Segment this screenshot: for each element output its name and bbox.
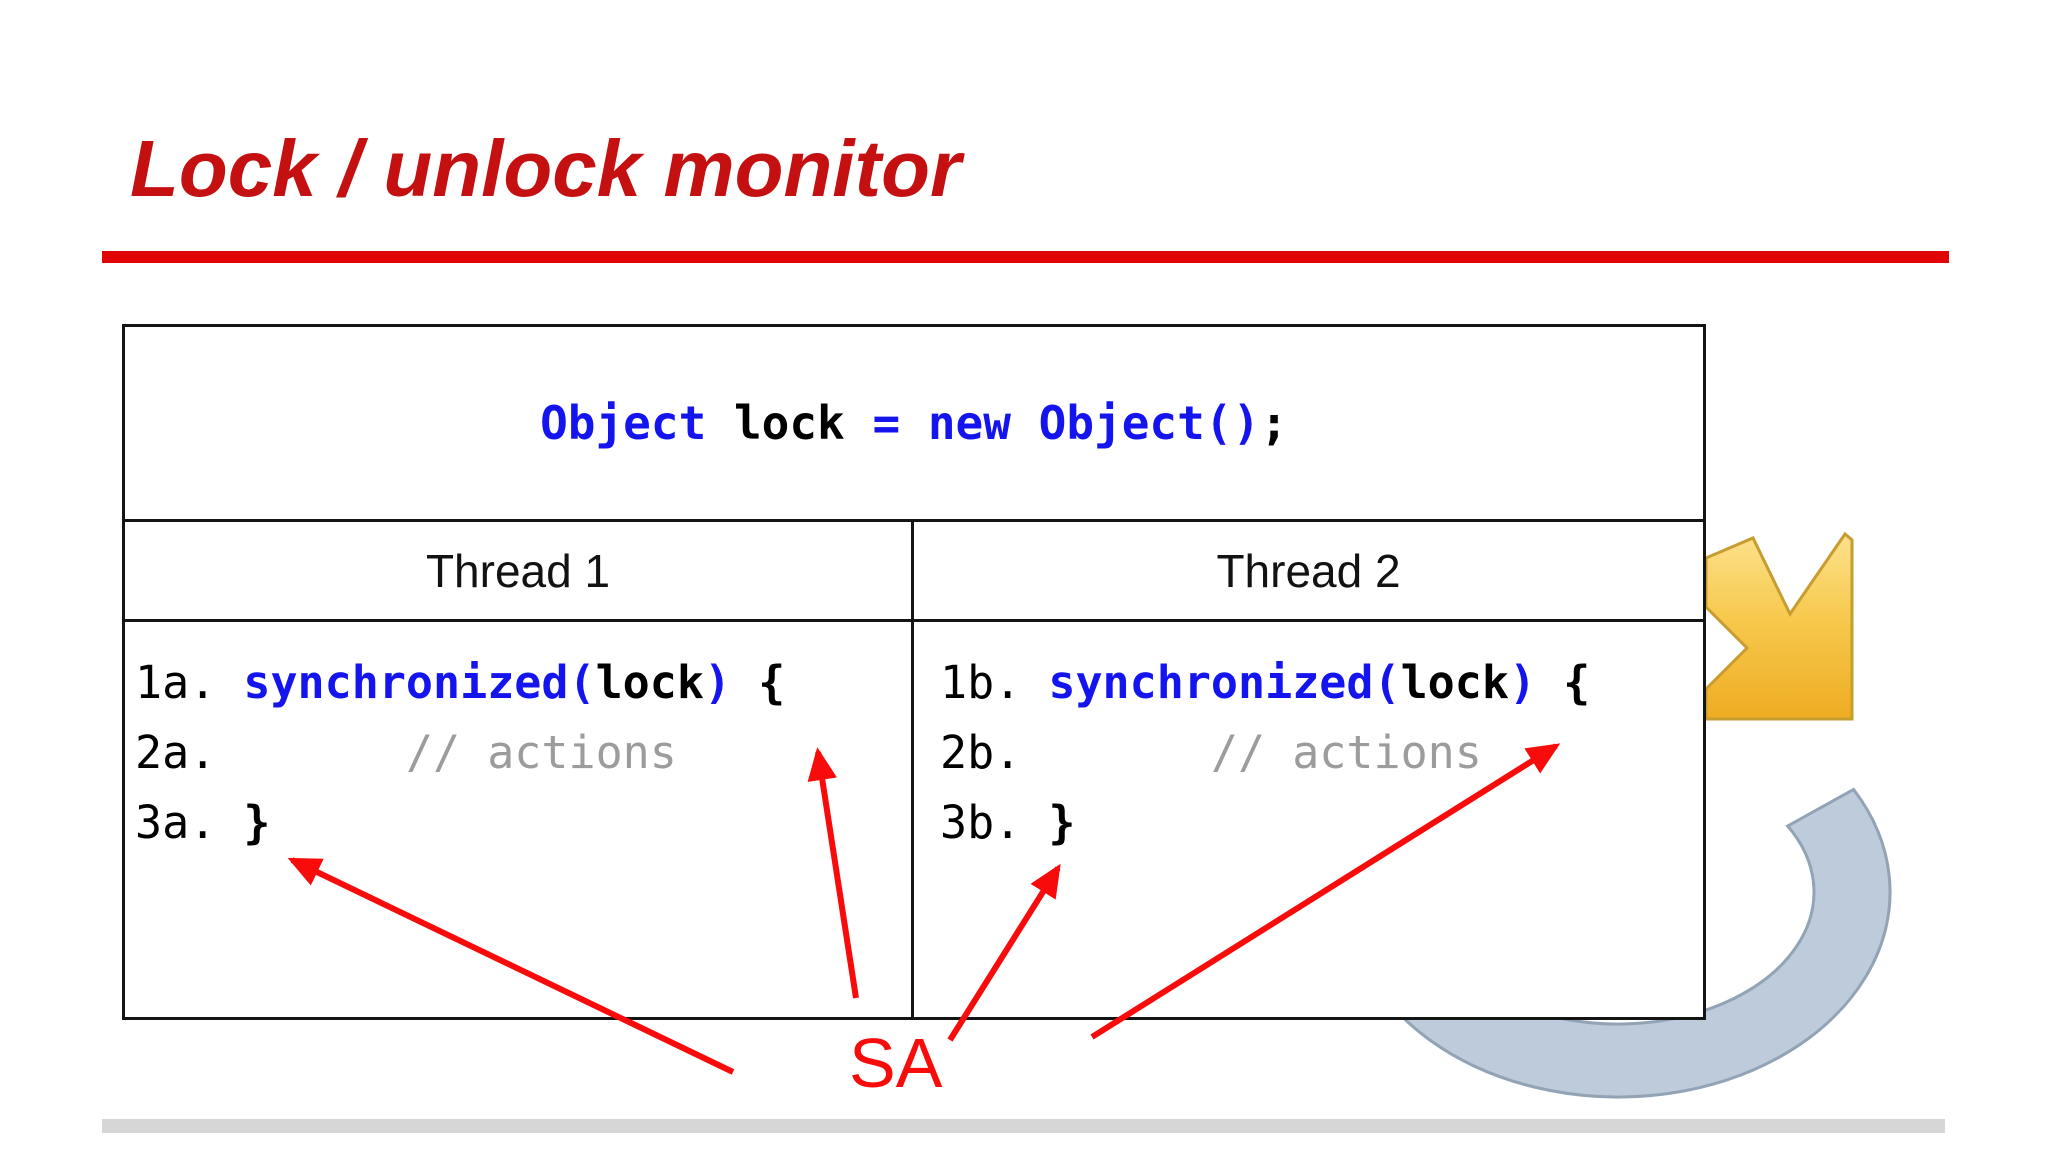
thread2-header: Thread 2 xyxy=(914,522,1703,619)
code-line: 2b. // actions xyxy=(940,718,1703,788)
annotation-arrow-to-2a xyxy=(807,747,859,999)
code-segment: ; xyxy=(1260,396,1288,450)
thread1-header-label: Thread 1 xyxy=(425,544,611,597)
thread-header-row: Thread 1 Thread 2 xyxy=(125,522,1703,622)
annotation-arrow-to-3b xyxy=(947,863,1061,1042)
annotation-arrow-to-1b xyxy=(1090,743,1561,1040)
code-segment: Object xyxy=(540,396,707,450)
code-comment: // actions xyxy=(1210,726,1482,779)
code-line: 1a. synchronized(lock) { xyxy=(135,648,911,718)
yellow-arrow-icon xyxy=(1704,531,1854,721)
lock-declaration-code: Object lock = new Object(); xyxy=(540,400,1288,446)
title-underline xyxy=(102,251,1949,263)
code-segment: ) xyxy=(703,656,732,709)
code-segment: } xyxy=(1048,796,1076,849)
page-title: Lock / unlock monitor xyxy=(130,124,962,213)
code-segment: lock xyxy=(706,396,873,450)
code-segment: 1b. xyxy=(940,656,1049,709)
code-segment: Object() xyxy=(1038,396,1261,450)
code-segment: { xyxy=(731,656,786,709)
code-segment: synchronized( xyxy=(1048,656,1401,709)
code-segment: 3a. xyxy=(135,796,244,849)
code-segment: = xyxy=(872,396,901,450)
code-line: 3a. } xyxy=(135,788,911,858)
code-segment: synchronized( xyxy=(243,656,596,709)
code-line: 1b. synchronized(lock) { xyxy=(940,648,1703,718)
thread1-header: Thread 1 xyxy=(125,522,914,619)
sa-label: SA xyxy=(849,1024,943,1102)
code-segment: lock xyxy=(1400,656,1509,709)
code-comment: // actions xyxy=(405,726,677,779)
code-segment: new xyxy=(927,396,1011,450)
annotation-arrow-to-3a xyxy=(287,857,735,1075)
code-segment: 3b. xyxy=(940,796,1049,849)
code-line: 3b. } xyxy=(940,788,1703,858)
thread-code-row: 1a. synchronized(lock) { 2a. // actions … xyxy=(125,622,1703,1017)
code-segment: 2b. xyxy=(940,726,1211,779)
code-segment: { xyxy=(1536,656,1591,709)
thread1-code: 1a. synchronized(lock) { 2a. // actions … xyxy=(125,622,914,1017)
code-line: 2a. // actions xyxy=(135,718,911,788)
footer-divider xyxy=(102,1119,1945,1133)
lock-declaration-cell: Object lock = new Object(); xyxy=(125,327,1703,522)
code-segment: lock xyxy=(595,656,704,709)
code-segment: 1a. xyxy=(135,656,244,709)
thread2-header-label: Thread 2 xyxy=(1216,544,1401,597)
thread2-code: 1b. synchronized(lock) { 2b. // actions … xyxy=(914,622,1703,1017)
code-segment: ) xyxy=(1508,656,1537,709)
code-segment: 2a. xyxy=(135,726,406,779)
code-segment: } xyxy=(243,796,271,849)
